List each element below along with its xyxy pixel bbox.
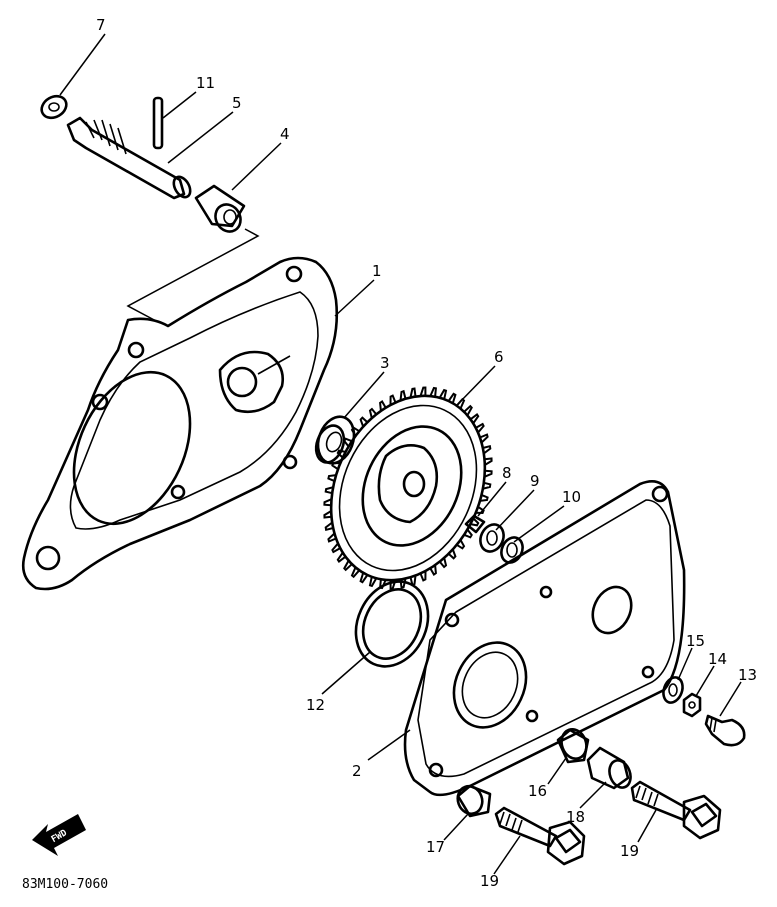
part-19-bolt-right (630, 780, 722, 840)
callout-labels: 7 11 5 4 1 3 6 8 9 10 12 2 15 14 13 16 1… (96, 16, 757, 890)
callout-3: 3 (380, 354, 390, 372)
part-7-washer (40, 94, 68, 120)
callout-9: 9 (530, 472, 540, 490)
part-18-bushing (586, 746, 632, 790)
part-17-bushing (456, 784, 492, 818)
part-13-screw (704, 714, 746, 747)
callout-10: 10 (562, 488, 581, 506)
callout-8: 8 (502, 464, 512, 482)
part-14-nut (682, 692, 702, 718)
part-12-o-ring (354, 580, 430, 668)
part-9-washer (479, 523, 505, 553)
part-1-cover (21, 256, 339, 591)
part-19-bolt-bottom (494, 806, 586, 866)
part-4-bushing (194, 184, 246, 233)
part-2-cover-plate (403, 480, 686, 797)
gear-teeth (323, 386, 493, 590)
callout-6: 6 (494, 348, 504, 366)
leader-lines (59, 33, 742, 875)
part-5-shaft (66, 116, 192, 200)
callout-18: 18 (566, 808, 585, 826)
forward-arrow-icon: FWD (32, 814, 86, 856)
callout-17: 17 (426, 838, 445, 856)
callout-12: 12 (306, 696, 325, 714)
part-16-bushing (556, 728, 590, 764)
part-8-key (464, 514, 486, 534)
callout-19-right: 19 (620, 842, 639, 860)
callout-13: 13 (738, 666, 757, 684)
callout-1: 1 (372, 262, 382, 280)
callout-14: 14 (708, 650, 727, 668)
callout-16: 16 (528, 782, 547, 800)
part-11-pin (152, 96, 164, 150)
callout-5: 5 (232, 94, 242, 112)
part-6-gear (323, 386, 493, 590)
drawing-code: 83M100-7060 (22, 877, 108, 892)
part-15-washer (662, 676, 684, 704)
callout-15: 15 (686, 632, 705, 650)
callout-19-bottom: 19 (480, 872, 499, 890)
gear-tooth-outline (323, 386, 493, 590)
callout-7: 7 (96, 16, 106, 34)
callout-2: 2 (352, 762, 362, 780)
callout-4: 4 (280, 125, 290, 143)
assembly-line (126, 228, 260, 323)
callout-11: 11 (196, 74, 215, 92)
